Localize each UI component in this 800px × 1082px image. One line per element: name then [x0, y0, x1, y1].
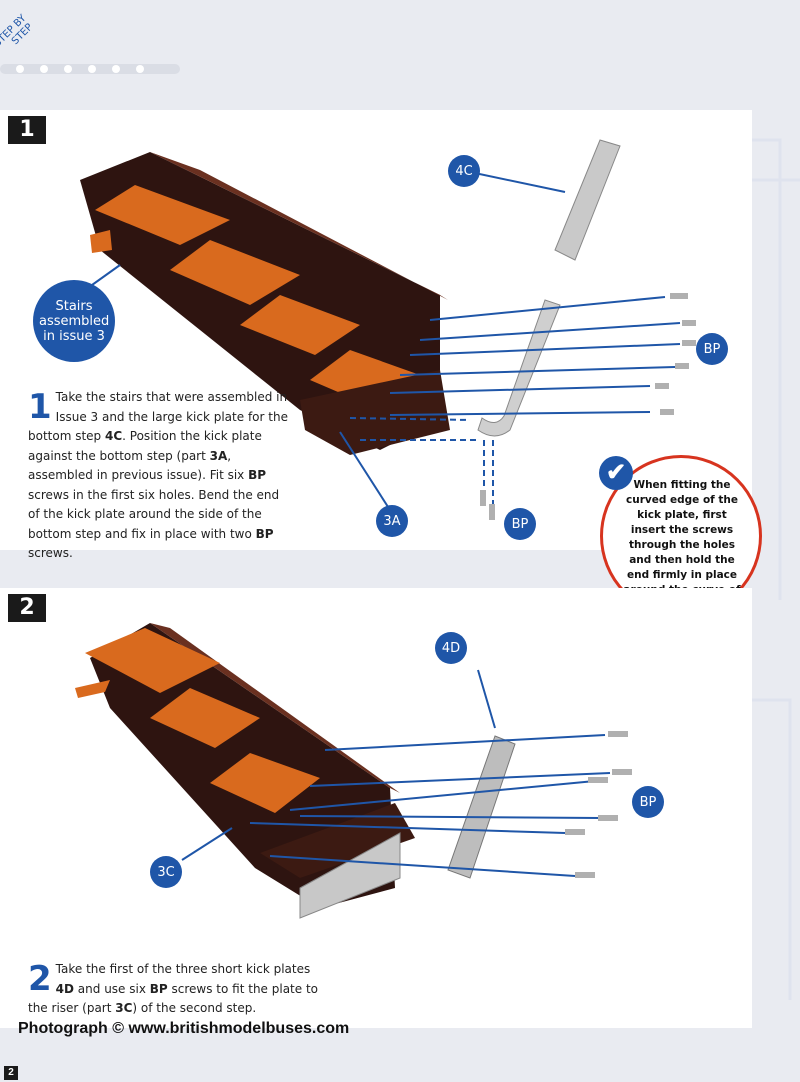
stairs-3a-image	[80, 152, 450, 455]
step2-part-4d: 4D	[55, 981, 74, 996]
callout-3a-label: 3A	[383, 513, 401, 529]
kick-plate-4c-image	[554, 139, 621, 261]
photo-credit: Photograph © www.britishmodelbuses.com	[18, 1020, 350, 1037]
callout-bp-step2: BP	[632, 786, 664, 818]
callout-3c: 3C	[150, 856, 182, 888]
step1-text-b: . Position the kick plate against the bo…	[28, 429, 262, 463]
callout-stairs: Stairs assembled in issue 3	[33, 280, 115, 362]
step1-number: 1	[8, 116, 46, 144]
progress-dots	[0, 64, 180, 74]
callout-3a: 3A	[376, 505, 408, 537]
step2-text-c: screws to fit the plate to the riser (pa…	[28, 981, 319, 1016]
step1-part-bp-2: BP	[255, 526, 274, 541]
step2-dropcap: 2	[28, 959, 52, 999]
callout-4d-label: 4D	[441, 640, 461, 656]
step1-dropcap: 1	[28, 387, 52, 427]
step2-number: 2	[8, 594, 46, 622]
kick-plate-curved-image	[477, 299, 561, 437]
kick-plate-4d-image	[447, 735, 516, 879]
step1-text-c: , assembled in previous issue). Fit six	[28, 448, 249, 483]
callout-bp-step2-label: BP	[639, 794, 657, 810]
callout-3c-label: 3C	[157, 864, 175, 880]
callout-stairs-label: Stairs assembled in issue 3	[39, 298, 110, 344]
step1-text-d: screws in the first six holes. Bend the …	[28, 487, 280, 541]
step2-text-b: and use six	[73, 981, 150, 996]
stairs-3c-image	[75, 623, 415, 919]
callout-bp-bottom-label: BP	[511, 516, 529, 532]
step2-text-a: Take the first of the three short kick p…	[55, 962, 311, 976]
callout-4d: 4D	[435, 632, 467, 664]
step2-text-d: ) of the second step.	[132, 1001, 257, 1015]
step2-part-3c: 3C	[115, 1001, 133, 1015]
callout-bp-bottom: BP	[504, 508, 536, 540]
callout-bp-top: BP	[696, 333, 728, 365]
step1-illustration	[80, 139, 696, 520]
step1-text-e: screws.	[28, 546, 73, 560]
checkmark-icon: ✔	[599, 456, 633, 490]
callout-bp-top-label: BP	[703, 341, 721, 357]
step2-illustration	[75, 623, 632, 919]
step1-part-4c: 4C	[105, 429, 123, 443]
step1-part-3a: 3A	[209, 448, 228, 463]
step1-part-bp: BP	[248, 468, 267, 482]
step2-part-bp: BP	[149, 981, 168, 996]
callout-4c-label: 4C	[455, 163, 473, 179]
step1-text-a: Take the stairs that were assembled in I…	[28, 390, 288, 443]
callout-4c: 4C	[448, 155, 480, 187]
page-number: 2	[4, 1066, 18, 1080]
